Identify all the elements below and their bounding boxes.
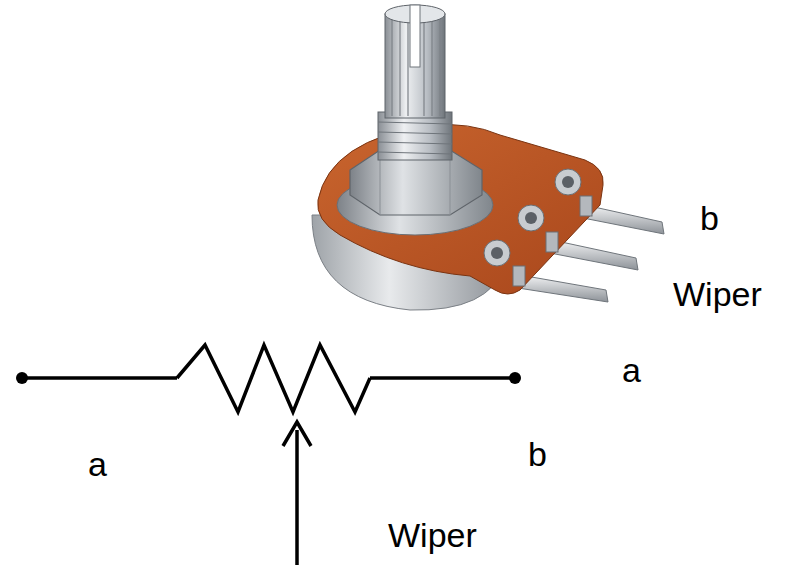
resistor-symbol [22, 345, 515, 412]
terminal-dot [509, 372, 521, 384]
terminal-label: b [528, 434, 547, 475]
terminal-label: a [622, 350, 641, 391]
terminal-label: b [700, 198, 719, 239]
potentiometer-photo [312, 5, 664, 310]
terminal-label: Wiper [388, 515, 477, 556]
terminal-label: a [88, 444, 107, 485]
terminal-label: Wiper [673, 274, 762, 315]
wiper-arrow [283, 422, 311, 565]
terminal-dot [16, 372, 28, 384]
